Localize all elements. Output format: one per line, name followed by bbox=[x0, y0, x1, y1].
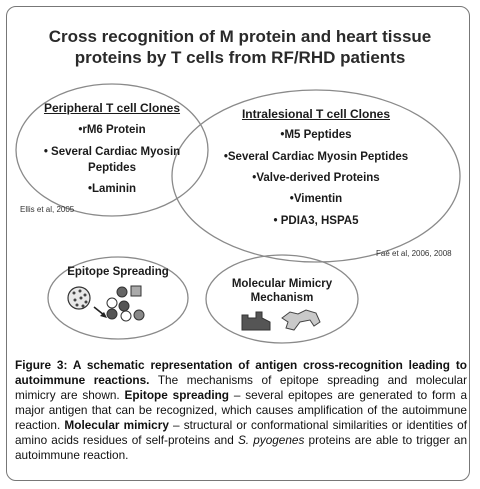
intralesional-item: •M5 Peptides bbox=[280, 129, 352, 141]
epitope-shapes-icon bbox=[106, 285, 145, 322]
peripheral-header: Peripheral T cell Clones bbox=[43, 101, 181, 115]
peripheral-item: • Several Cardiac Myosin bbox=[43, 146, 181, 158]
caption-sentence: The mechanisms of epitope spreading and … bbox=[15, 373, 468, 402]
mimicry-shape-dark-icon bbox=[241, 311, 271, 331]
intralesional-item: • PDIA3, HSPA5 bbox=[273, 215, 359, 227]
caption-species: S. pyogenes bbox=[237, 433, 305, 447]
caption-figure-label: Figure 3: bbox=[15, 358, 68, 372]
arrow-icon bbox=[93, 306, 107, 318]
epitope-spreading-ellipse bbox=[47, 256, 189, 340]
peripheral-ellipse bbox=[15, 83, 209, 217]
mimicry-shape-light-icon bbox=[281, 309, 321, 331]
molecular-mimicry-ellipse bbox=[205, 254, 359, 344]
epitope-spreading-label: Epitope Spreading bbox=[67, 266, 169, 278]
molecular-mimicry-label: Molecular Mimicry Mechanism bbox=[212, 277, 352, 305]
caption-description: – several epitopes are generated to form… bbox=[15, 388, 468, 432]
caption-term-epitope-spreading: Epitope spreading bbox=[124, 388, 230, 402]
peripheral-item: Peptides bbox=[88, 162, 136, 174]
figure-title: Cross recognition of M protein and heart… bbox=[40, 26, 440, 68]
intralesional-ellipse bbox=[171, 89, 461, 263]
intralesional-item: •Several Cardiac Myosin Peptides bbox=[223, 151, 409, 163]
peripheral-reference: Ellis et al, 2005 bbox=[20, 205, 75, 214]
figure-illustration: Cross recognition of M protein and heart… bbox=[15, 26, 461, 344]
title-line-2: proteins by T cells from RF/RHD patients bbox=[74, 48, 406, 67]
intralesional-header: Intralesional T cell Clones bbox=[241, 107, 391, 121]
peripheral-item: •Laminin bbox=[87, 183, 137, 195]
antigen-cluster-icon bbox=[67, 286, 91, 310]
caption-description: – structural or conformational similarit… bbox=[15, 418, 467, 447]
mimicry-label-line-1: Molecular Mimicry bbox=[231, 278, 333, 290]
intralesional-item: •Vimentin bbox=[289, 193, 343, 205]
peripheral-item: •rM6 Protein bbox=[78, 124, 146, 136]
caption-term-molecular-mimicry: Molecular mimicry bbox=[64, 418, 169, 432]
intralesional-item: •Valve-derived Proteins bbox=[252, 172, 380, 184]
figure-diagram bbox=[15, 83, 461, 344]
caption-heading: A schematic representation of antigen cr… bbox=[15, 358, 467, 387]
figure-frame bbox=[6, 6, 470, 481]
mimicry-label-line-2: Mechanism bbox=[250, 292, 314, 304]
caption-description: proteins are able to trigger an autoimmu… bbox=[15, 433, 468, 462]
title-line-1: Cross recognition of M protein and heart… bbox=[48, 27, 432, 46]
intralesional-reference: Faé et al, 2006, 2008 bbox=[376, 249, 452, 258]
figure-caption: Figure 3: A schematic representation of … bbox=[15, 358, 467, 463]
